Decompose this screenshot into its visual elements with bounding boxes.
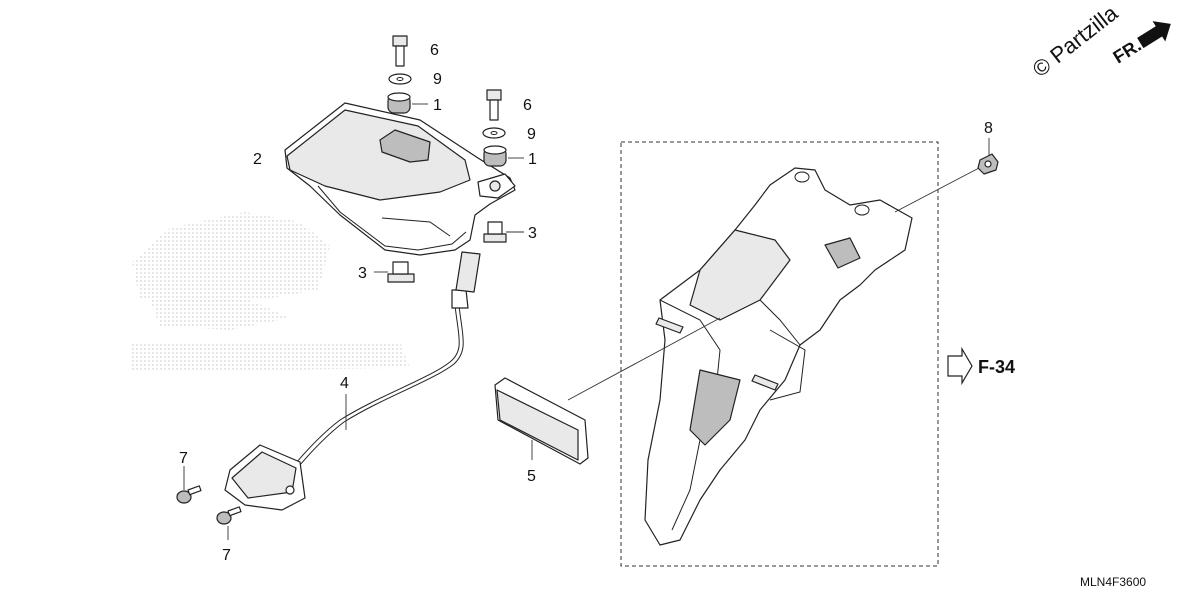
collar-3a[interactable] [483, 221, 507, 243]
callout-1a: 1 [433, 97, 442, 114]
grommet-1b[interactable] [483, 145, 507, 167]
watermark-text: © Partzilla [1028, 0, 1123, 82]
tail-light-assembly[interactable] [284, 102, 516, 256]
reference-arrow-icon [947, 346, 973, 386]
reference-label[interactable]: F-34 [978, 357, 1015, 377]
callout-9b: 9 [527, 126, 536, 143]
screw-7b[interactable] [216, 506, 242, 525]
callout-1b: 1 [528, 151, 537, 168]
callout-2: 2 [253, 151, 262, 168]
callout-8: 8 [984, 120, 993, 137]
dotted-watermark-graphic [130, 212, 410, 372]
dashed-assembly-frame [620, 141, 939, 567]
diagram-code: MLN4F3600 [1080, 575, 1146, 589]
callout-7a: 7 [179, 450, 188, 467]
callout-4: 4 [340, 375, 349, 392]
callout-9a: 9 [433, 71, 442, 88]
front-arrow-icon [1137, 21, 1171, 49]
callout-5: 5 [527, 468, 536, 485]
callout-3b: 3 [358, 265, 367, 282]
bolt-6b[interactable] [486, 89, 502, 121]
grommet-1a[interactable] [387, 92, 411, 114]
callout-6a: 6 [430, 42, 439, 59]
nut-8[interactable] [977, 153, 999, 175]
callout-6b: 6 [523, 97, 532, 114]
rear-reflector[interactable] [494, 377, 589, 465]
callout-3a: 3 [528, 225, 537, 242]
washer-9b[interactable] [482, 127, 506, 139]
license-light-harness[interactable] [224, 251, 481, 511]
callout-7b: 7 [222, 547, 231, 564]
washer-9a[interactable] [388, 73, 412, 85]
bolt-6a[interactable] [392, 35, 408, 67]
collar-3b[interactable] [387, 261, 415, 283]
rear-fender[interactable] [644, 167, 913, 546]
leader-lines [183, 103, 990, 540]
screw-7a[interactable] [176, 485, 202, 504]
